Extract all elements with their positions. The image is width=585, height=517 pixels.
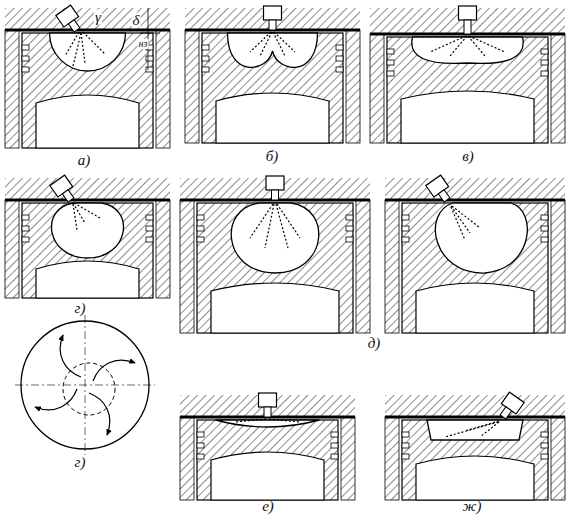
piston-figure: [180, 176, 370, 333]
piston-figure: [5, 175, 170, 298]
figure-label: в): [462, 149, 474, 164]
figure-label: б): [266, 149, 279, 164]
gap-subscript: нз: [138, 39, 149, 49]
piston-figure: [370, 6, 565, 143]
piston-figure: [5, 5, 170, 148]
piston-figure: [385, 392, 565, 500]
swirl-plan-view: [15, 315, 155, 455]
angle-symbol: γ: [94, 10, 102, 25]
piston-figure: [385, 175, 565, 333]
figure-label: г): [75, 301, 86, 316]
figure-label: а): [78, 153, 91, 168]
figure-label: г): [75, 455, 86, 470]
figure-label: ж): [463, 499, 482, 514]
figure-label: е): [262, 499, 274, 514]
piston-figure: [180, 393, 355, 500]
piston-figure: [185, 6, 360, 143]
gap-symbol: δ: [132, 13, 141, 28]
figure-label: д): [368, 336, 381, 351]
